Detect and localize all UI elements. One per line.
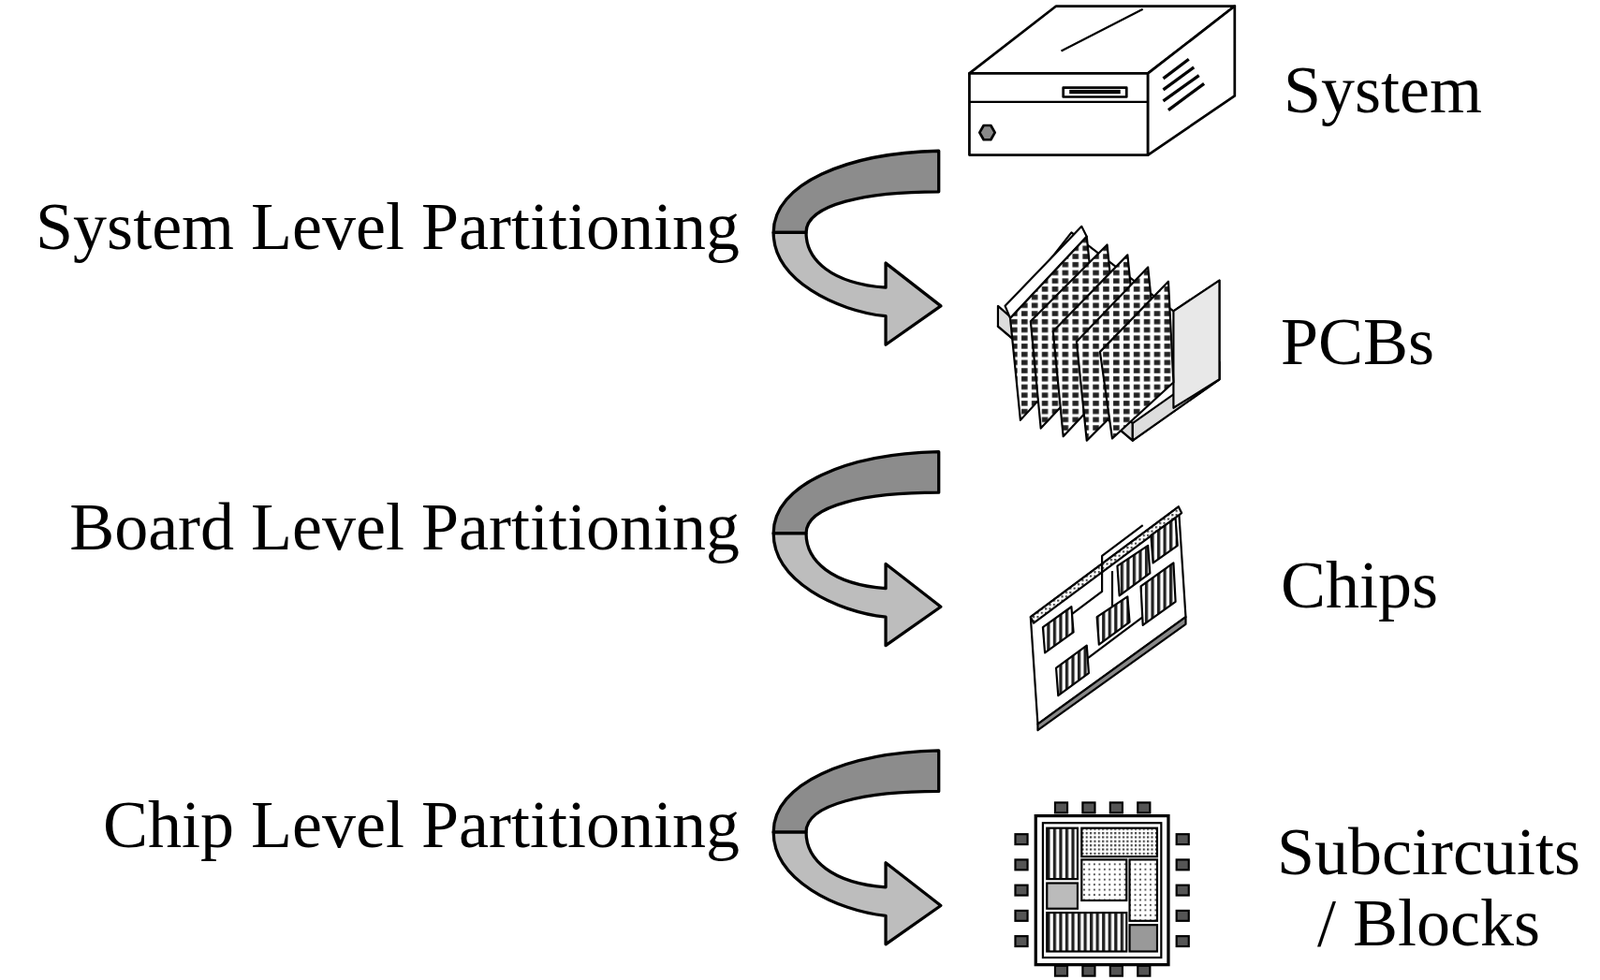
level-label: System [1283, 51, 1483, 130]
level-label: PCBs [1280, 303, 1435, 382]
bond-pad [1055, 966, 1068, 977]
bond-pad [1014, 910, 1028, 922]
bond-pad [1176, 834, 1189, 845]
level-label: Chips [1280, 546, 1439, 625]
bond-pad [1055, 802, 1068, 813]
bond-pad [1137, 802, 1150, 813]
partition-arrow [773, 452, 941, 646]
bond-pad [1014, 936, 1028, 947]
bond-pad [1176, 936, 1189, 947]
system-box [968, 6, 1234, 156]
bond-pad [1082, 802, 1095, 813]
bond-pad [1110, 802, 1123, 813]
bond-pad [1014, 859, 1028, 870]
bond-pad [1176, 910, 1189, 922]
bond-pad [1014, 834, 1028, 845]
bond-pad [1082, 966, 1095, 977]
bond-pad [1137, 966, 1150, 977]
bond-pad [1176, 885, 1189, 896]
bond-pad [1110, 966, 1123, 977]
partition-arrow [773, 150, 941, 345]
step-label: Board Level Partitioning [69, 488, 740, 567]
step-label: System Level Partitioning [35, 188, 740, 266]
step-label: Chip Level Partitioning [102, 786, 740, 865]
circuit-board [1030, 506, 1187, 731]
partition-arrow [773, 750, 941, 945]
bond-pad [1014, 885, 1028, 896]
pcb-rack [998, 226, 1220, 441]
chip-die [1014, 802, 1189, 976]
bond-pad [1176, 859, 1189, 870]
level-label: Subcircuits / Blocks [1269, 816, 1588, 959]
